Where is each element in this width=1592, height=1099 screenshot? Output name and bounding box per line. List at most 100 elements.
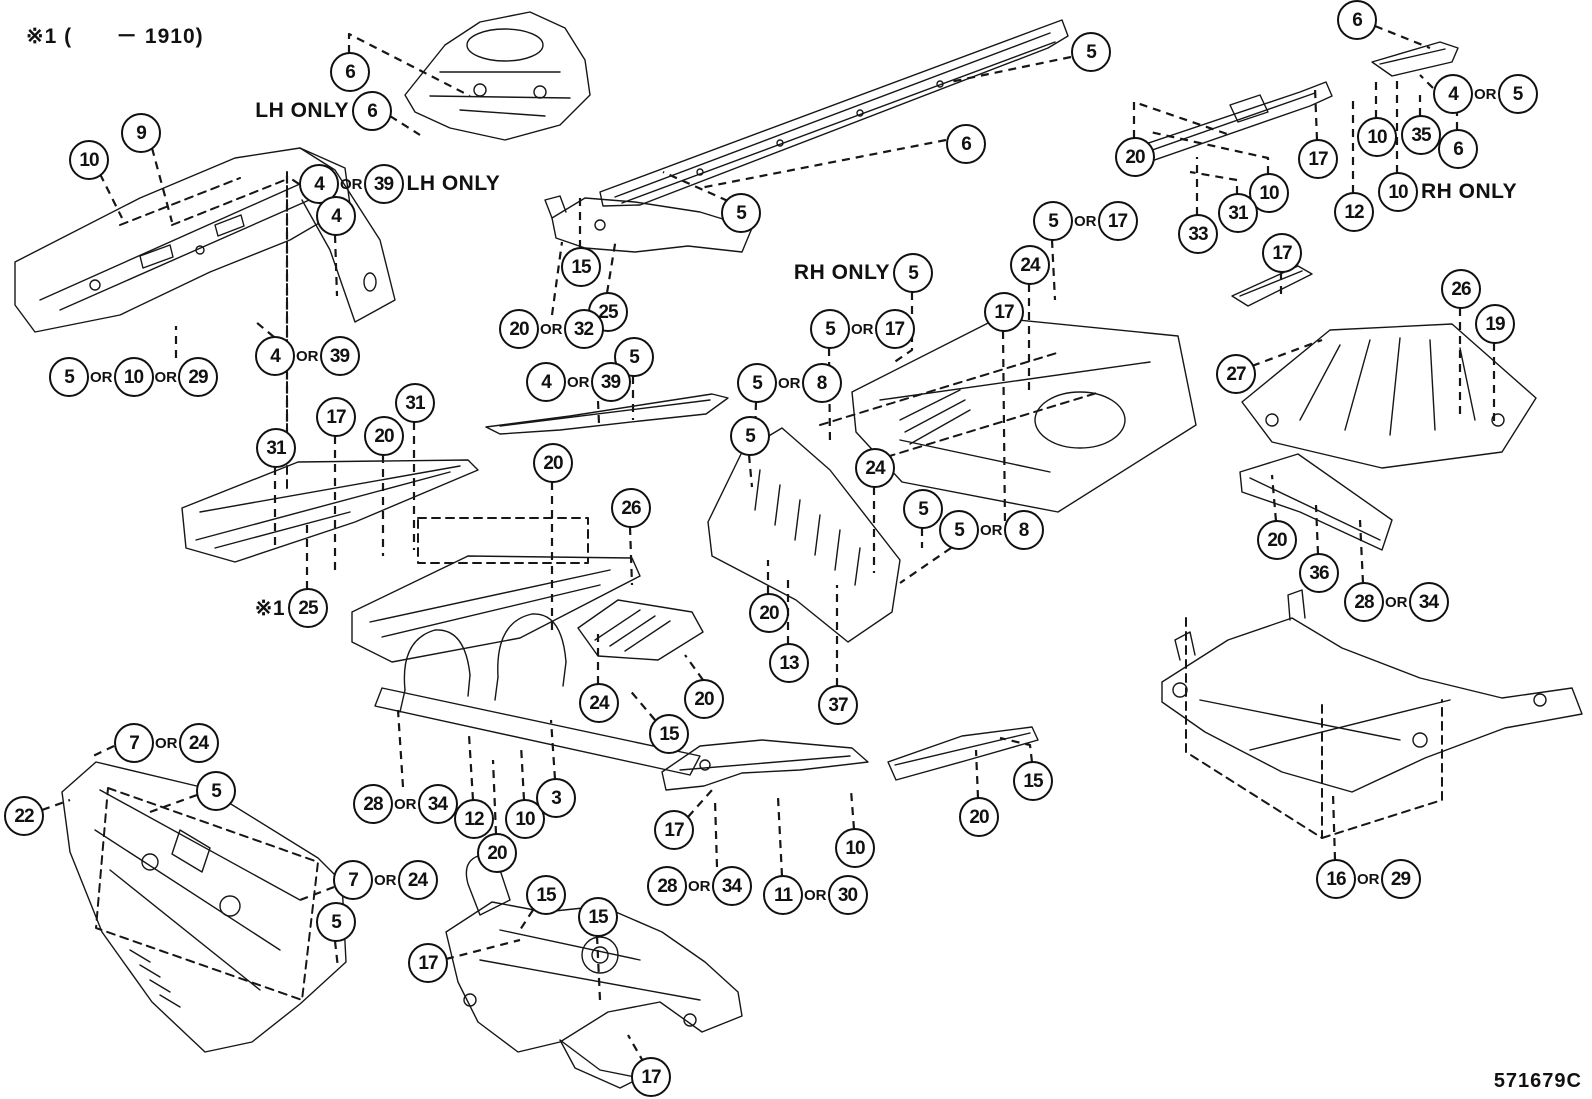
part-number-bubble[interactable]: 5: [893, 253, 933, 293]
part-number-bubble[interactable]: 17: [1262, 233, 1302, 273]
part-number-bubble[interactable]: 4: [1433, 74, 1473, 114]
or-label: OR: [1385, 593, 1408, 611]
part-number-bubble[interactable]: 8: [1003, 510, 1044, 550]
part-number-bubble[interactable]: 29: [178, 357, 218, 397]
part-number-bubble[interactable]: 17: [316, 397, 356, 437]
rear-floor-side-strip-illustration: [1231, 265, 1313, 307]
part-number-bubble[interactable]: 31: [1218, 193, 1258, 233]
part-number-bubble[interactable]: 26: [1441, 269, 1481, 309]
part-number-bubble[interactable]: 4: [255, 336, 295, 376]
part-number-bubble[interactable]: 16: [1316, 859, 1356, 899]
part-number-bubble[interactable]: 8: [801, 363, 842, 403]
part-number-bubble[interactable]: 25: [288, 588, 328, 628]
part-number-bubble[interactable]: 6: [946, 124, 986, 164]
part-number-bubble[interactable]: 10: [113, 357, 154, 397]
part-number-bubble[interactable]: 10: [69, 140, 109, 180]
part-number-bubble[interactable]: 13: [769, 643, 809, 683]
part-number-bubble[interactable]: 3: [536, 778, 576, 818]
part-number-bubble[interactable]: 5: [737, 363, 777, 403]
part-number-bubble[interactable]: 28: [1344, 582, 1384, 622]
part-number-bubble[interactable]: 20: [499, 309, 539, 349]
part-number-bubble[interactable]: 24: [178, 723, 219, 763]
part-number-bubble[interactable]: 20: [1115, 137, 1155, 177]
part-number-bubble[interactable]: 17: [984, 292, 1024, 332]
part-number-bubble[interactable]: 6: [352, 91, 392, 131]
part-number-bubble[interactable]: 20: [959, 797, 999, 837]
part-number-bubble[interactable]: 19: [1475, 304, 1515, 344]
part-number-bubble[interactable]: 15: [526, 875, 566, 915]
part-number-bubble[interactable]: 12: [454, 799, 494, 839]
part-number-bubble[interactable]: 17: [631, 1057, 671, 1097]
part-number-bubble[interactable]: 22: [4, 796, 44, 836]
part-number-bubble[interactable]: 20: [364, 416, 404, 456]
part-number-bubble[interactable]: 17: [1298, 139, 1338, 179]
part-number-bubble[interactable]: 31: [395, 383, 435, 423]
part-number-bubble[interactable]: 5: [196, 771, 236, 811]
part-number-bubble[interactable]: 28: [353, 784, 393, 824]
part-number-bubble[interactable]: 5: [316, 902, 356, 942]
part-number-bubble[interactable]: 6: [1438, 129, 1478, 169]
part-number-bubble[interactable]: 36: [1299, 553, 1339, 593]
part-number-bubble[interactable]: 15: [1013, 761, 1053, 801]
part-number-bubble[interactable]: 5: [1071, 32, 1111, 72]
part-number-bubble[interactable]: 39: [363, 164, 404, 204]
part-number-bubble[interactable]: 24: [397, 860, 438, 900]
part-number-bubble[interactable]: 39: [319, 336, 360, 376]
callout-20: 20: [477, 833, 517, 873]
part-number-bubble[interactable]: 35: [1401, 115, 1441, 155]
part-number-bubble[interactable]: 15: [561, 247, 601, 287]
part-number-bubble[interactable]: 7: [114, 723, 154, 763]
part-number-bubble[interactable]: 28: [647, 866, 687, 906]
part-number-bubble[interactable]: 20: [477, 833, 517, 873]
part-number-bubble[interactable]: 17: [874, 309, 915, 349]
part-number-bubble[interactable]: 27: [1216, 354, 1256, 394]
part-number-bubble[interactable]: 5: [721, 193, 761, 233]
part-number-bubble[interactable]: 5: [1033, 201, 1073, 241]
part-number-bubble[interactable]: 20: [749, 593, 789, 633]
part-number-bubble[interactable]: 9: [121, 113, 161, 153]
part-number-bubble[interactable]: 26: [611, 488, 651, 528]
part-number-bubble[interactable]: 20: [684, 679, 724, 719]
part-number-bubble[interactable]: 15: [578, 897, 618, 937]
part-number-bubble[interactable]: 10: [835, 828, 875, 868]
part-number-bubble[interactable]: 11: [763, 875, 803, 915]
part-number-bubble[interactable]: 4: [316, 196, 356, 236]
part-number-bubble[interactable]: 4: [526, 362, 566, 402]
part-number-bubble[interactable]: 10: [1357, 117, 1397, 157]
part-number-bubble[interactable]: 10: [1378, 172, 1418, 212]
part-number-bubble[interactable]: 24: [855, 448, 895, 488]
part-number-bubble[interactable]: 6: [330, 52, 370, 92]
part-number-bubble[interactable]: 39: [590, 362, 631, 402]
part-number-bubble[interactable]: 15: [649, 714, 689, 754]
leader-line: [519, 744, 526, 801]
part-number-bubble[interactable]: 32: [563, 309, 604, 349]
part-number-bubble[interactable]: 17: [654, 810, 694, 850]
part-number-bubble[interactable]: 5: [903, 489, 943, 529]
part-number-bubble[interactable]: 12: [1334, 192, 1374, 232]
dash-panel-lower-illustration: [61, 761, 347, 1053]
part-number-bubble[interactable]: 31: [256, 428, 296, 468]
part-number-bubble[interactable]: 5: [730, 416, 770, 456]
part-number-bubble[interactable]: 33: [1178, 214, 1218, 254]
part-number-bubble[interactable]: 17: [408, 943, 448, 983]
part-number-bubble[interactable]: 24: [579, 683, 619, 723]
part-number-bubble[interactable]: 7: [333, 860, 373, 900]
part-number-bubble[interactable]: 29: [1380, 859, 1421, 899]
part-number-bubble[interactable]: 5: [939, 510, 979, 550]
part-number-bubble[interactable]: 24: [1010, 245, 1050, 285]
part-number-bubble[interactable]: 5: [810, 309, 850, 349]
part-number-bubble[interactable]: 30: [827, 875, 868, 915]
part-number-bubble[interactable]: 5: [49, 357, 89, 397]
part-number-bubble[interactable]: 5: [1497, 74, 1538, 114]
part-number-bubble[interactable]: 6: [1337, 0, 1377, 40]
part-number-bubble[interactable]: 34: [1408, 582, 1449, 622]
callout-36: 36: [1299, 553, 1339, 593]
part-number-bubble[interactable]: 17: [1097, 201, 1138, 241]
part-number-bubble[interactable]: 34: [417, 784, 458, 824]
part-number-bubble[interactable]: 34: [711, 866, 752, 906]
part-number-bubble[interactable]: 20: [1257, 520, 1297, 560]
part-number-bubble[interactable]: 37: [818, 685, 858, 725]
front-floor-pan-side-illustration: [181, 459, 479, 563]
part-number-bubble[interactable]: 20: [533, 443, 573, 483]
